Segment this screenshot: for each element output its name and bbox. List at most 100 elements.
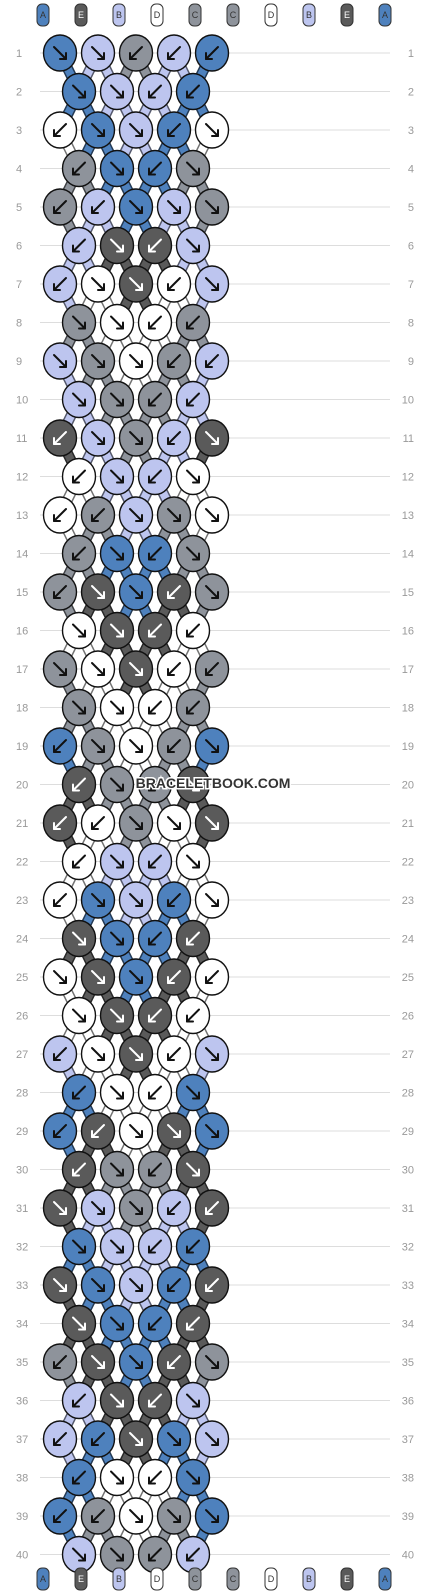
arrow-down-right-icon	[205, 1355, 219, 1369]
knot	[194, 265, 230, 303]
knot	[156, 342, 192, 380]
knot	[61, 380, 97, 419]
arrow-down-right-icon	[129, 739, 143, 753]
knot	[80, 804, 116, 842]
row-number-label: 12	[402, 472, 414, 484]
arrow-down-right-icon	[167, 1124, 181, 1138]
arrow-down-right-icon	[186, 546, 200, 561]
knot	[99, 72, 135, 111]
arrow-down-left-icon	[186, 1547, 200, 1562]
knot	[194, 881, 230, 919]
row-number-label: 8	[408, 318, 414, 330]
row-number-label: 15	[16, 587, 28, 599]
arrow-down-right-icon	[205, 739, 219, 753]
arrow-down-left-icon	[91, 508, 105, 522]
knot	[99, 1458, 135, 1497]
arrow-down-right-icon	[205, 1432, 219, 1446]
knot	[99, 457, 135, 496]
arrow-down-right-icon	[72, 931, 86, 946]
row-number-label: 39	[402, 1511, 414, 1523]
row-number-label: 24	[402, 934, 414, 946]
knot	[137, 1150, 173, 1189]
knot	[137, 688, 173, 727]
arrow-down-left-icon	[148, 1239, 162, 1254]
arrow-down-right-icon	[110, 1393, 124, 1408]
knot	[194, 1420, 230, 1458]
arrow-down-right-icon	[110, 161, 124, 176]
row-number-label: 27	[16, 1049, 28, 1061]
knot	[99, 996, 135, 1035]
row-number-label: 24	[16, 934, 28, 946]
row-number-label: 35	[16, 1357, 28, 1369]
arrow-down-right-icon	[129, 893, 143, 907]
strand-letter: C	[192, 1574, 199, 1584]
strand-letter: D	[268, 1574, 275, 1584]
knot	[80, 265, 116, 303]
row-number-label: 19	[16, 741, 28, 753]
arrow-down-right-icon	[91, 1047, 105, 1061]
knot	[80, 881, 116, 919]
knot	[175, 72, 211, 111]
strand-letter: B	[306, 1574, 312, 1584]
arrow-down-left-icon	[53, 739, 67, 753]
strand-tag: A	[378, 1567, 392, 1591]
knot	[137, 534, 173, 573]
knot	[99, 149, 135, 188]
row-number-label: 28	[16, 1088, 28, 1100]
knot	[156, 650, 192, 688]
strand-letter: B	[116, 1574, 122, 1584]
knot	[156, 188, 192, 226]
row-number-label: 40	[16, 1550, 28, 1562]
arrow-down-right-icon	[129, 662, 143, 676]
arrow-down-left-icon	[167, 662, 181, 676]
strand-tag: B	[112, 1567, 126, 1591]
strand-tag: B	[302, 1567, 316, 1591]
knot	[118, 958, 154, 996]
knot	[61, 226, 97, 265]
arrow-down-right-icon	[110, 84, 124, 99]
row-number-label: 29	[402, 1126, 414, 1138]
knot	[42, 496, 78, 534]
arrow-down-left-icon	[167, 1047, 181, 1061]
knot	[137, 457, 173, 496]
knot	[80, 727, 116, 765]
knot	[42, 573, 78, 611]
row-number-label: 15	[402, 587, 414, 599]
arrow-down-left-icon	[53, 123, 67, 137]
row-number-label: 22	[16, 857, 28, 869]
arrow-down-left-icon	[167, 585, 181, 599]
arrow-down-right-icon	[91, 277, 105, 291]
row-number-label: 34	[16, 1319, 28, 1331]
arrow-down-right-icon	[110, 546, 124, 561]
knot	[175, 765, 211, 804]
knot	[194, 419, 230, 457]
knot	[194, 1035, 230, 1073]
row-number-label: 31	[16, 1203, 28, 1215]
knot	[118, 1343, 154, 1381]
arrow-down-right-icon	[129, 1201, 143, 1215]
row-number-label: 38	[16, 1473, 28, 1485]
row-number-label: 10	[402, 395, 414, 407]
row-number-label: 36	[402, 1396, 414, 1408]
arrow-down-right-icon	[53, 1278, 67, 1292]
arrow-down-right-icon	[72, 392, 86, 407]
knot	[118, 1420, 154, 1458]
arrow-down-right-icon	[110, 469, 124, 484]
arrow-down-left-icon	[186, 392, 200, 407]
knot	[118, 419, 154, 457]
arrow-down-right-icon	[205, 431, 219, 445]
knot	[42, 1112, 78, 1150]
row-number-label: 21	[16, 818, 28, 830]
knot	[175, 919, 211, 958]
row-number-label: 9	[408, 356, 414, 368]
watermark-text: BRACELETBOOK.COM	[136, 775, 291, 791]
knot	[80, 1189, 116, 1227]
knot	[156, 419, 192, 457]
knot	[175, 842, 211, 881]
arrow-down-left-icon	[72, 546, 86, 561]
row-number-label: 39	[16, 1511, 28, 1523]
knot	[118, 804, 154, 842]
arrow-down-right-icon	[110, 238, 124, 253]
knot	[156, 958, 192, 996]
